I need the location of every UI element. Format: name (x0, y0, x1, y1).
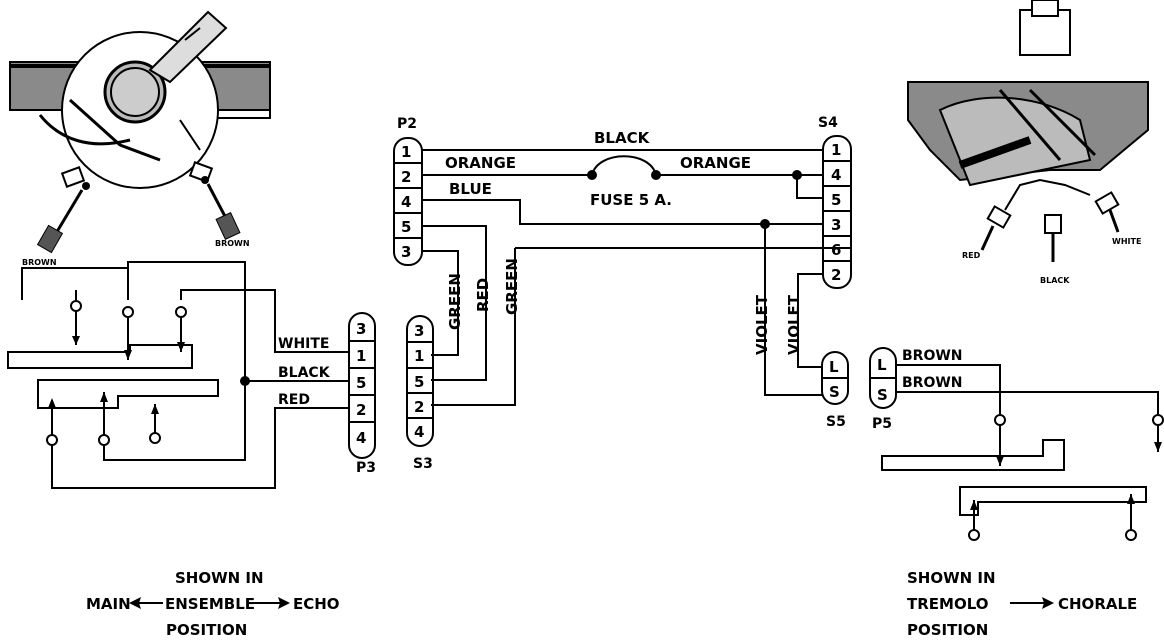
left-terminal-b (188, 161, 241, 241)
left-caption-line2: ENSEMBLE (165, 595, 255, 613)
right-contact-bar-bottom (959, 486, 1147, 516)
left-caption-echo: ECHO (293, 595, 340, 613)
connector-p3: 3 1 5 2 4 P3 (348, 312, 376, 476)
s4-pin-3: 5 (831, 191, 841, 209)
wire-label-orange-right: ORANGE (680, 154, 751, 172)
s4-label: S4 (818, 115, 838, 131)
p5-pin-2: S (877, 386, 888, 404)
p3-pin-2: 1 (356, 347, 366, 365)
wire-label-blue: BLUE (449, 180, 492, 198)
s4-pin-5: 6 (831, 241, 841, 259)
wire-label-black: BLACK (594, 129, 651, 147)
p3-label: P3 (356, 460, 376, 476)
wire-label-green-1: GREEN (446, 273, 464, 330)
wire-label-brown-1: BROWN (902, 348, 963, 364)
right-switch-assembly: RED BLACK WHITE (907, 0, 1149, 285)
p3-pin-3: 5 (356, 374, 366, 392)
wire-label-brown-2: BROWN (902, 375, 963, 391)
right-switch-wire-black: BLACK (1040, 276, 1070, 285)
left-caption-line1: SHOWN IN (175, 569, 264, 587)
p3-pin-5: 4 (356, 429, 366, 447)
left-contact-bar-top (7, 344, 193, 369)
connector-s4: S4 1 4 5 3 6 2 (818, 115, 852, 289)
left-terminal-a (36, 166, 90, 254)
connector-s5: L S S5 (821, 351, 849, 430)
right-caption-chorale: CHORALE (1058, 595, 1137, 613)
p2-label: P2 (397, 116, 417, 132)
left-caption-main: MAIN (86, 595, 131, 613)
s3-pin-1: 3 (414, 322, 424, 340)
middle-wiring: BLACK ORANGE ORANGE FUSE 5 A. BLUE GREEN… (422, 129, 851, 406)
right-terminal-white: WHITE (1094, 191, 1141, 246)
left-switch-assembly: BROWN BROWN (9, 10, 271, 267)
s3-pin-5: 4 (414, 423, 424, 441)
left-caption-line3: POSITION (166, 621, 247, 639)
wire-label-green-2: GREEN (503, 258, 521, 315)
right-switch-wire-white: WHITE (1112, 237, 1141, 246)
s5-label: S5 (826, 414, 846, 430)
wire-label-violet-1: VIOLET (753, 294, 771, 355)
connector-s3: 3 1 5 2 4 S3 (406, 315, 434, 472)
wire-label-black-left: BLACK (278, 365, 331, 381)
left-contact-bar-bottom (37, 379, 219, 409)
right-caption-line3: POSITION (907, 621, 988, 639)
s3-pin-4: 2 (414, 398, 424, 416)
connector-p2: P2 1 2 4 5 3 (393, 116, 423, 266)
right-schematic: BROWN BROWN (881, 348, 1164, 541)
s4-pin-6: 2 (831, 266, 841, 284)
p5-pin-1: L (877, 356, 887, 374)
right-switch-wire-red: RED (962, 251, 981, 260)
p3-pin-1: 3 (356, 320, 366, 338)
s5-pin-1: L (829, 358, 839, 376)
wire-label-red-mid: RED (474, 278, 492, 312)
s3-label: S3 (413, 456, 433, 472)
wire-label-white: WHITE (278, 336, 329, 352)
s4-pin-2: 4 (831, 166, 841, 184)
p2-pin-4: 5 (401, 218, 411, 236)
s4-pin-4: 3 (831, 216, 841, 234)
p2-pin-2: 2 (401, 168, 411, 186)
left-caption: SHOWN IN ENSEMBLE POSITION MAIN ECHO (86, 569, 340, 639)
fuse-label: FUSE 5 A. (590, 191, 672, 209)
s3-pin-3: 5 (414, 373, 424, 391)
right-terminal-black: BLACK (1040, 214, 1070, 285)
wire-label-red-left: RED (278, 392, 310, 408)
p2-pin-1: 1 (401, 143, 411, 161)
s4-pin-1: 1 (831, 141, 841, 159)
s3-pin-2: 1 (414, 347, 424, 365)
wire-label-violet-2: VIOLET (785, 294, 803, 355)
right-contact-bar-top (881, 439, 1065, 471)
left-schematic: WHITE BLACK RED (7, 261, 348, 489)
s5-pin-2: S (829, 383, 840, 401)
p2-pin-3: 4 (401, 193, 411, 211)
p3-pin-4: 2 (356, 401, 366, 419)
left-switch-wire-label-b: BROWN (215, 239, 250, 248)
right-terminal-red: RED (962, 205, 1012, 260)
left-switch-wire-label-a: BROWN (22, 258, 57, 267)
right-caption: SHOWN IN TREMOLO POSITION CHORALE (907, 569, 1137, 639)
connector-p5: L S P5 (869, 347, 897, 432)
p2-pin-5: 3 (401, 243, 411, 261)
p5-label: P5 (872, 416, 892, 432)
right-caption-line1: SHOWN IN (907, 569, 996, 587)
right-caption-line2: TREMOLO (907, 595, 988, 613)
wire-label-orange-left: ORANGE (445, 154, 516, 172)
